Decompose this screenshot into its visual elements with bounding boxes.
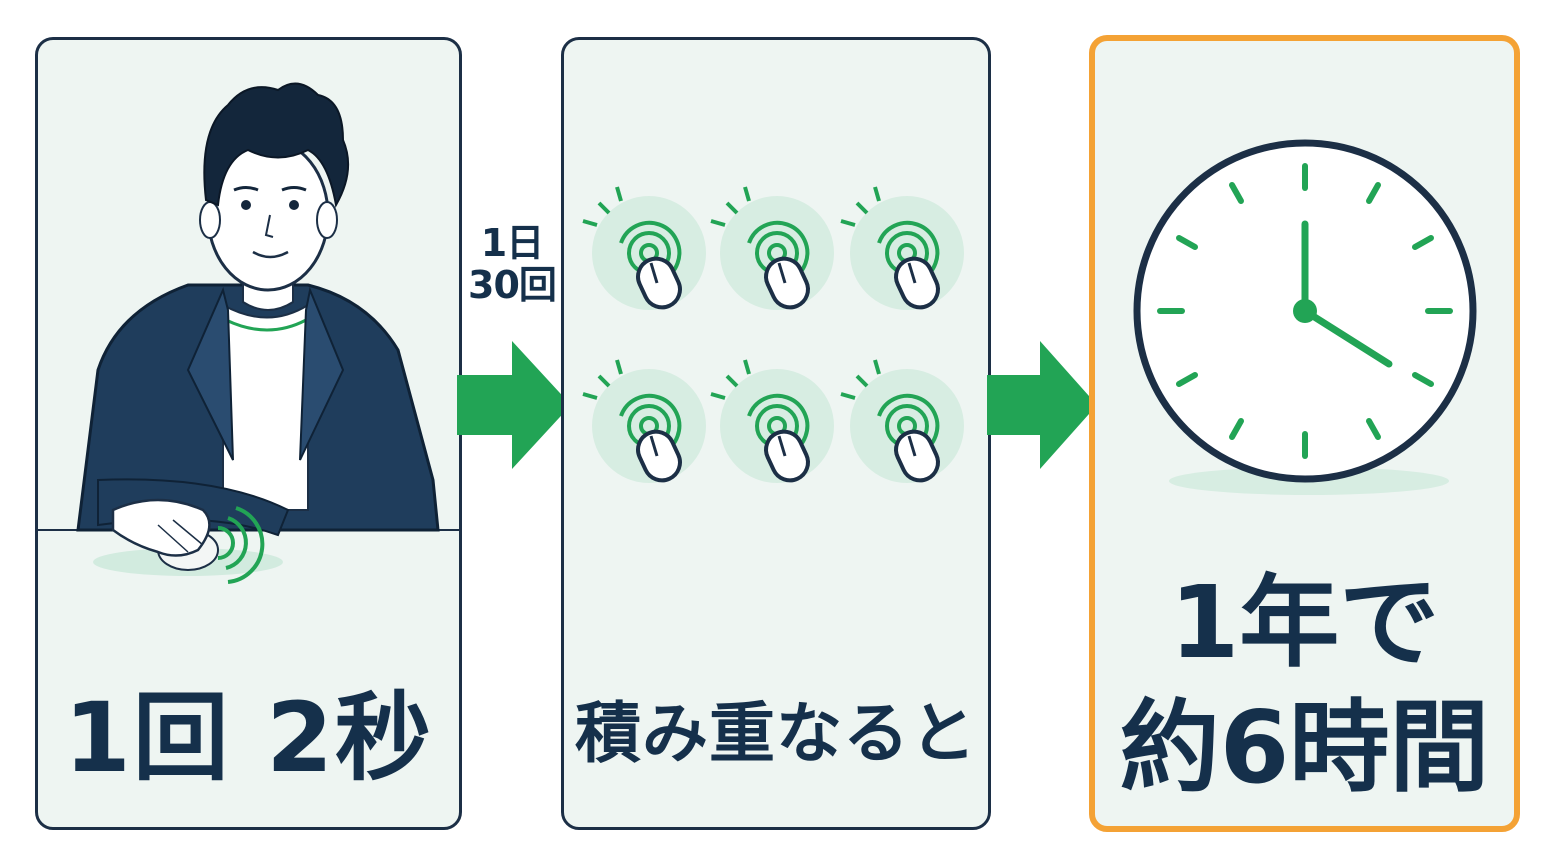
step3-panel: 1年で 約6時間 (1089, 35, 1520, 832)
arrow-right-icon (987, 341, 1097, 469)
result-line2: 約6時間 (1119, 689, 1490, 806)
person-clicking-illustration (38, 82, 459, 584)
step1-label: 1回 2秒 (63, 682, 433, 794)
mouse-click-icon (709, 185, 836, 316)
mouse-click-icon (581, 185, 708, 316)
clock-icon (1133, 139, 1477, 495)
result-line1: 1年で (1169, 564, 1440, 681)
mouse-click-icon (709, 358, 836, 489)
mouse-click-icon (839, 185, 966, 316)
frequency-label: 1日 30回 (462, 222, 562, 306)
frequency-line2: 30回 (468, 263, 557, 307)
step2-panel: 積み重なると (561, 37, 991, 830)
frequency-line1: 1日 (480, 221, 544, 265)
arrow-right-icon (457, 341, 571, 469)
step2-label: 積み重なると (575, 695, 977, 772)
step1-panel: 1回 2秒 (35, 37, 462, 830)
mouse-click-icon (581, 358, 708, 489)
mouse-click-icon (839, 358, 966, 489)
